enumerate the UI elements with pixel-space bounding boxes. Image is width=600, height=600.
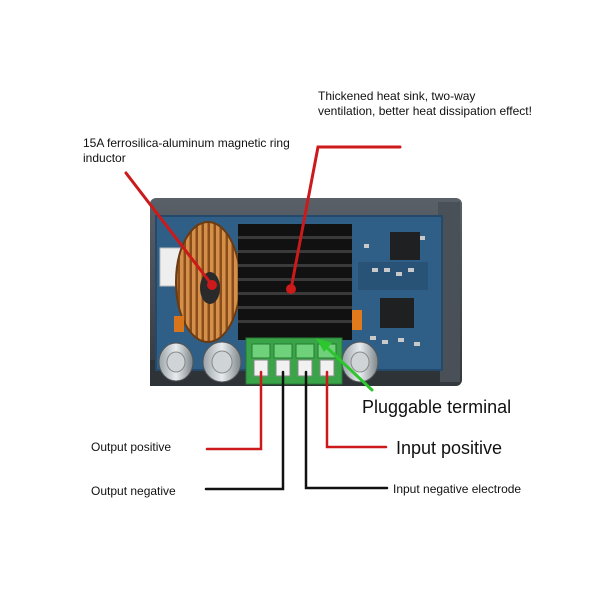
output-negative-label: Output negative — [91, 484, 176, 498]
ic-chip — [380, 298, 414, 328]
heat-sink — [238, 224, 352, 340]
inductor-callout-label: 15A ferrosilica-aluminum magnetic ring i… — [83, 136, 290, 165]
heatsink-callout-label: Thickened heat sink, two-way ventilation… — [318, 89, 532, 118]
output-positive-label: Output positive — [91, 440, 172, 454]
callout-lines — [124, 145, 402, 491]
pluggable-terminal-label: Pluggable terminal — [362, 397, 512, 417]
input-negative-label: Input negative electrode — [393, 482, 522, 496]
ic-chip — [390, 232, 420, 260]
input-positive-label: Input positive — [396, 438, 503, 458]
electrolytic-capacitors — [158, 341, 379, 383]
